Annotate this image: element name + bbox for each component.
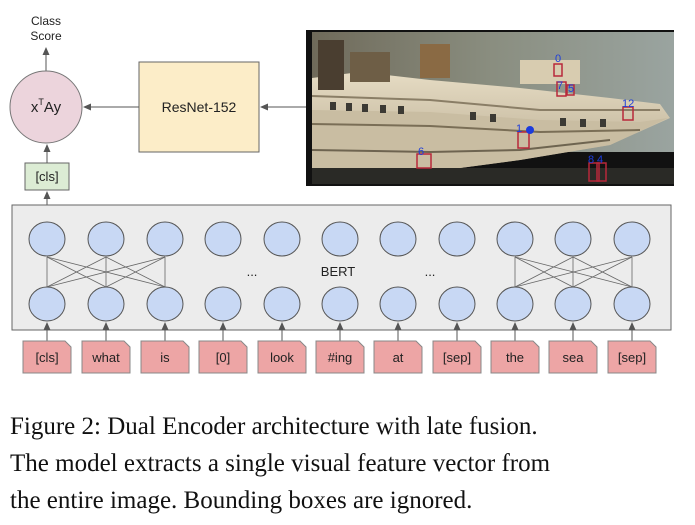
bbox-label-5: 5 bbox=[568, 83, 574, 95]
bbox-label-8: 8 bbox=[588, 154, 594, 166]
bert-top-nodes bbox=[28, 221, 651, 257]
token-9: sea bbox=[563, 350, 585, 365]
token-arrows bbox=[43, 322, 636, 341]
bbox-label-6: 6 bbox=[418, 146, 424, 158]
token-4: look bbox=[270, 350, 294, 365]
svg-text:xTAy: xTAy bbox=[31, 97, 62, 116]
token-1: what bbox=[91, 350, 120, 365]
bbox-6 bbox=[416, 153, 432, 169]
token-10: [sep] bbox=[618, 350, 646, 365]
bbox-8 bbox=[588, 162, 600, 182]
bert-connections bbox=[46, 256, 633, 288]
token-tags bbox=[22, 340, 657, 374]
caption-line-3: the entire image. Bounding boxes are ign… bbox=[10, 487, 473, 514]
svg-text:ResNet-152: ResNet-152 bbox=[162, 99, 237, 115]
bert-label: BERT bbox=[321, 264, 355, 279]
bbox-label-7: 7 bbox=[557, 80, 563, 92]
bbox-label-12: 12 bbox=[622, 98, 634, 110]
input-image: 0 7 5 12 1 6 8 4 bbox=[306, 30, 674, 186]
token-6: at bbox=[393, 350, 404, 365]
bert-bottom-nodes bbox=[28, 286, 651, 322]
bert-ellipsis-right: ... bbox=[425, 264, 436, 279]
bert-ellipsis-left: ... bbox=[247, 264, 258, 279]
caption-line-2: The model extracts a single visual featu… bbox=[10, 450, 551, 477]
token-3: [0] bbox=[216, 350, 230, 365]
class-score-label-line2: Score bbox=[30, 29, 62, 43]
bbox-4 bbox=[596, 162, 607, 182]
caption-line-1: Figure 2: Dual Encoder architecture with… bbox=[10, 413, 538, 440]
bbox-5 bbox=[566, 84, 575, 96]
token-2: is bbox=[160, 350, 170, 365]
bbox-label-1: 1 bbox=[516, 123, 522, 135]
bbox-1 bbox=[517, 131, 530, 149]
dual-encoder-diagram: Class Score xTAy ResNet-152 [cls] bbox=[9, 14, 674, 374]
bbox-label-0: 0 bbox=[555, 53, 561, 65]
token-0: [cls] bbox=[35, 350, 58, 365]
class-score-label: Class bbox=[31, 14, 61, 28]
bbox-12 bbox=[622, 106, 634, 121]
figure-caption: Figure 2: Dual Encoder architecture with… bbox=[10, 408, 690, 519]
bbox-label-4: 4 bbox=[597, 154, 603, 166]
token-7: [sep] bbox=[443, 350, 471, 365]
token-5: #ing bbox=[328, 350, 353, 365]
score-function-node: xTAy bbox=[9, 70, 83, 144]
bbox-0 bbox=[553, 63, 563, 77]
svg-text:[cls]: [cls] bbox=[35, 169, 58, 184]
token-8: the bbox=[506, 350, 524, 365]
bbox-7 bbox=[556, 81, 567, 97]
resnet-box: ResNet-152 bbox=[138, 61, 260, 153]
cls-output-box: [cls] bbox=[24, 162, 70, 191]
